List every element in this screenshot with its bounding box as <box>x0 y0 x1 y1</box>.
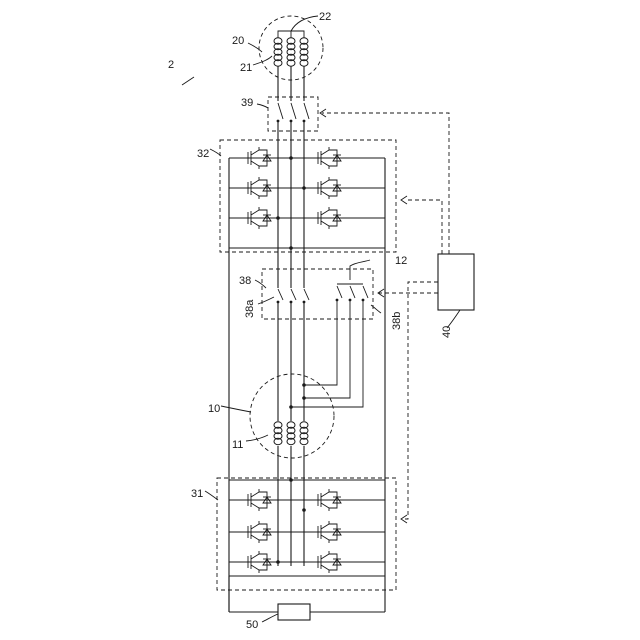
collector <box>251 489 259 497</box>
label-switch-mid-b: 38b <box>391 312 403 330</box>
motor-10 <box>250 374 334 458</box>
wire-38b-1 <box>304 300 350 398</box>
switch-39-1 <box>277 103 283 122</box>
switch-38a-2 <box>290 289 296 303</box>
coil-top-1 <box>274 38 282 66</box>
coil-top-2 <box>287 38 295 66</box>
label-motor-top: 20 <box>232 35 244 47</box>
junction-dot <box>302 186 306 190</box>
collector <box>321 489 329 497</box>
switch-38b-contacts <box>336 286 368 301</box>
switch-38b-2 <box>349 286 355 301</box>
collector <box>251 147 259 155</box>
switch-39-2 <box>290 103 296 122</box>
controller-40 <box>438 254 474 310</box>
switch-38b-3 <box>362 286 368 301</box>
inverter-32-cells <box>229 147 385 229</box>
coil-bottom-1 <box>274 422 282 445</box>
switch-blade <box>278 103 283 119</box>
collector <box>321 177 329 185</box>
switch-38a-3 <box>303 289 309 303</box>
coil-bottom-3 <box>300 422 308 445</box>
emitter <box>251 535 259 543</box>
junction-dot <box>289 246 293 250</box>
switch-blade <box>337 286 342 298</box>
switch-block-38 <box>262 269 373 319</box>
switch-38b-1 <box>336 286 342 301</box>
emitter <box>251 503 259 511</box>
label-switch-top: 39 <box>241 97 253 109</box>
switch-blade <box>350 286 355 298</box>
label-system: 2 <box>168 59 174 71</box>
label-switch-mid: 38 <box>239 275 251 287</box>
power-source-50 <box>278 604 310 620</box>
coils-11 <box>274 422 308 445</box>
emitter <box>251 565 259 573</box>
label-coil-top-neutral: 22 <box>319 11 331 23</box>
switch-blade <box>304 289 309 300</box>
switch-blade <box>363 286 368 298</box>
inverter-32 <box>220 140 396 252</box>
emitter <box>251 221 259 229</box>
switch-38a-contacts <box>277 289 309 303</box>
emitter <box>251 191 259 199</box>
label-controller: 40 <box>441 326 453 338</box>
switch-39-contacts <box>277 103 309 122</box>
switch-block-39 <box>268 97 318 131</box>
label-coil-top-left: 21 <box>240 62 252 74</box>
label-inverter-bottom: 31 <box>191 488 203 500</box>
collector <box>251 521 259 529</box>
junction-dot <box>289 478 293 482</box>
switch-blade <box>278 289 283 300</box>
emitter <box>321 191 329 199</box>
collector <box>321 521 329 529</box>
emitter <box>321 221 329 229</box>
switch-39-3 <box>303 103 309 122</box>
junction-dot <box>302 383 306 387</box>
phase-wires <box>276 66 363 566</box>
collector <box>251 207 259 215</box>
switch-contact <box>277 120 280 123</box>
coils-21 <box>274 38 308 66</box>
coil-bottom-2 <box>287 422 295 445</box>
emitter <box>321 565 329 573</box>
switch-blade <box>291 289 296 300</box>
junction-dot <box>302 396 306 400</box>
collector <box>321 207 329 215</box>
collector <box>251 177 259 185</box>
label-coil-bottom: 11 <box>232 439 243 451</box>
coil-top-3 <box>300 38 308 66</box>
label-inverter-top: 32 <box>197 148 209 160</box>
inverter-31 <box>217 478 396 590</box>
emitter <box>251 161 259 169</box>
switch-blade <box>291 103 296 119</box>
junction-dot <box>289 156 293 160</box>
emitter <box>321 535 329 543</box>
collector <box>321 551 329 559</box>
label-power-source: 50 <box>246 619 258 631</box>
emitter <box>321 161 329 169</box>
switch-contact <box>290 120 293 123</box>
label-mid-wire: 12 <box>395 255 407 267</box>
junction-dot <box>289 405 293 409</box>
label-switch-mid-a: 38a <box>244 299 256 318</box>
emitter <box>321 503 329 511</box>
collector <box>321 147 329 155</box>
junction-dot <box>276 560 280 564</box>
wire-38b-2 <box>291 300 363 407</box>
switch-contact <box>303 120 306 123</box>
inverter-31-cells <box>229 489 385 573</box>
collector <box>251 551 259 559</box>
junction-dot <box>302 508 306 512</box>
wire-38b-0 <box>304 300 337 385</box>
switch-38a-1 <box>277 289 283 303</box>
switch-blade <box>304 103 309 119</box>
wire-12 <box>350 260 370 280</box>
label-motor-bottom: 10 <box>208 403 220 415</box>
junction-dot <box>276 216 280 220</box>
